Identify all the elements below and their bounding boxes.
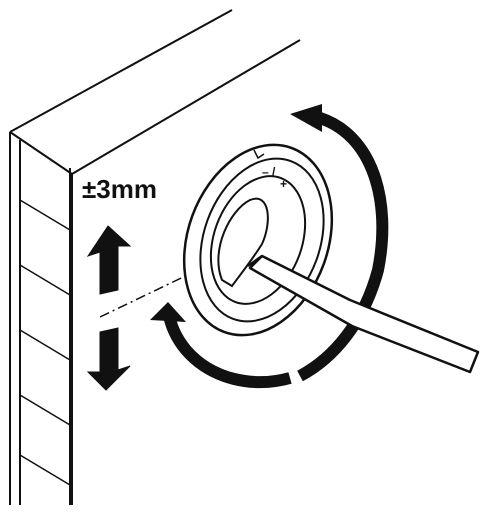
- rotate-arrow-icon: [150, 302, 292, 389]
- panel-front-edge: [9, 132, 71, 505]
- dial-minus-mark: –: [262, 165, 269, 179]
- dial-markings: – / +: [262, 165, 287, 191]
- rotate-arrow-icon: [290, 104, 389, 382]
- travel-label: ±3mm: [82, 174, 157, 204]
- cabinet-panel: [9, 9, 301, 505]
- dial-plus-mark: +: [280, 177, 287, 191]
- adjustment-dial: [182, 143, 334, 337]
- arrow-down-icon: [86, 327, 131, 391]
- arrow-up-icon: [86, 225, 132, 295]
- screwdriver-icon: [247, 254, 480, 374]
- axis-line: [99, 244, 251, 318]
- adjustment-cam: [217, 197, 269, 288]
- dial-separator-mark: /: [272, 165, 276, 179]
- panel-edge-tiles: [19, 199, 71, 486]
